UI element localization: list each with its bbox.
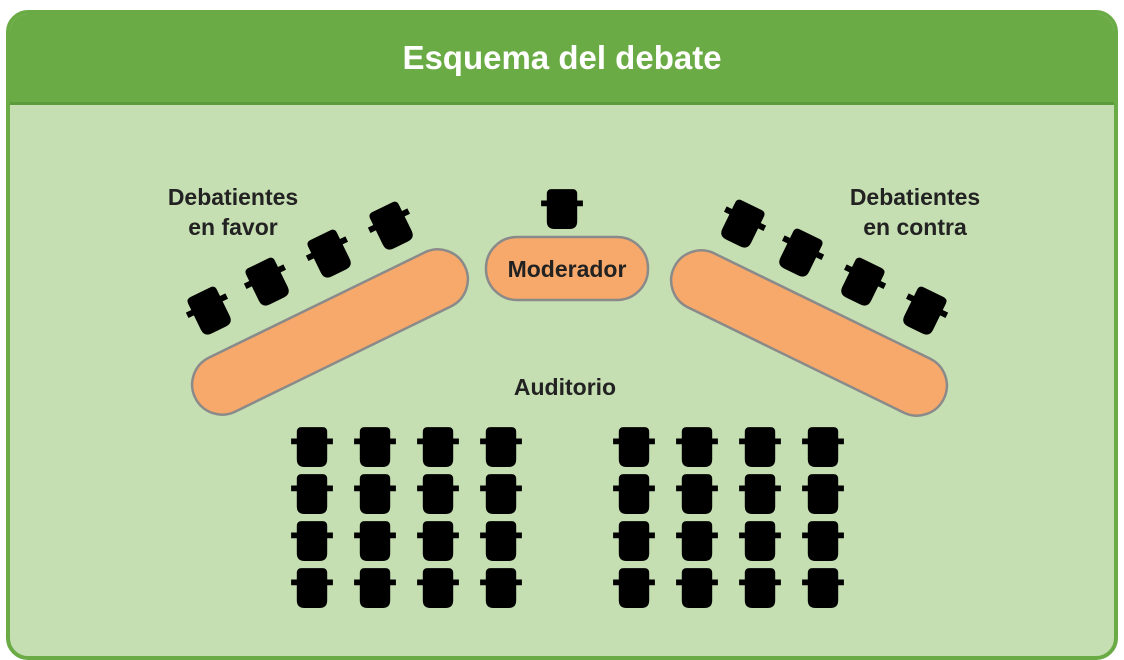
label-contra-line2: en contra — [863, 214, 967, 240]
audience-chair — [613, 427, 655, 467]
audience-chair — [291, 521, 333, 561]
chair-favor-1 — [180, 282, 239, 340]
table-contra — [669, 249, 949, 417]
chair-favor-4 — [362, 197, 421, 255]
label-contra-line1: Debatientes — [850, 184, 980, 210]
audience-chair — [354, 474, 396, 514]
audience-chair — [802, 474, 844, 514]
audience-chair — [676, 474, 718, 514]
audience-chair — [676, 568, 718, 608]
chair-moderator — [541, 189, 583, 229]
audience-chair — [613, 474, 655, 514]
chair-contra-4 — [895, 282, 954, 340]
audience-chair — [739, 568, 781, 608]
audience-chair — [802, 427, 844, 467]
chair-contra-2 — [771, 224, 830, 282]
audience-chair — [480, 521, 522, 561]
audience-chair — [291, 474, 333, 514]
audience-chair — [417, 427, 459, 467]
chair-contra-1 — [713, 195, 772, 253]
audience-seating — [291, 427, 844, 608]
audience-chair — [291, 427, 333, 467]
chair-favor-2 — [238, 253, 297, 311]
audience-chair — [417, 521, 459, 561]
audience-chair — [291, 568, 333, 608]
label-audience: Auditorio — [514, 374, 616, 400]
audience-chair — [739, 521, 781, 561]
audience-chair — [354, 521, 396, 561]
label-favor-line1: Debatientes — [168, 184, 298, 210]
audience-chair — [354, 568, 396, 608]
diagram-panel: Esquema del debate — [6, 10, 1118, 660]
audience-chair — [802, 568, 844, 608]
audience-chair — [417, 474, 459, 514]
audience-chair — [613, 568, 655, 608]
audience-chair — [676, 521, 718, 561]
table-moderator — [484, 235, 650, 302]
table-favor — [190, 248, 470, 416]
chair-favor-3 — [300, 225, 359, 283]
audience-chair — [802, 521, 844, 561]
audience-chair — [613, 521, 655, 561]
audience-chair — [480, 474, 522, 514]
label-favor-line2: en favor — [188, 214, 278, 240]
audience-chair — [739, 427, 781, 467]
audience-chair — [739, 474, 781, 514]
audience-chair — [480, 568, 522, 608]
diagram-title: Esquema del debate — [402, 39, 722, 76]
audience-chair — [354, 427, 396, 467]
audience-chair — [417, 568, 459, 608]
title-bar: Esquema del debate — [10, 14, 1114, 105]
label-moderator: Moderador — [508, 256, 627, 282]
chair-contra-3 — [833, 253, 892, 311]
audience-chair — [480, 427, 522, 467]
audience-chair — [676, 427, 718, 467]
